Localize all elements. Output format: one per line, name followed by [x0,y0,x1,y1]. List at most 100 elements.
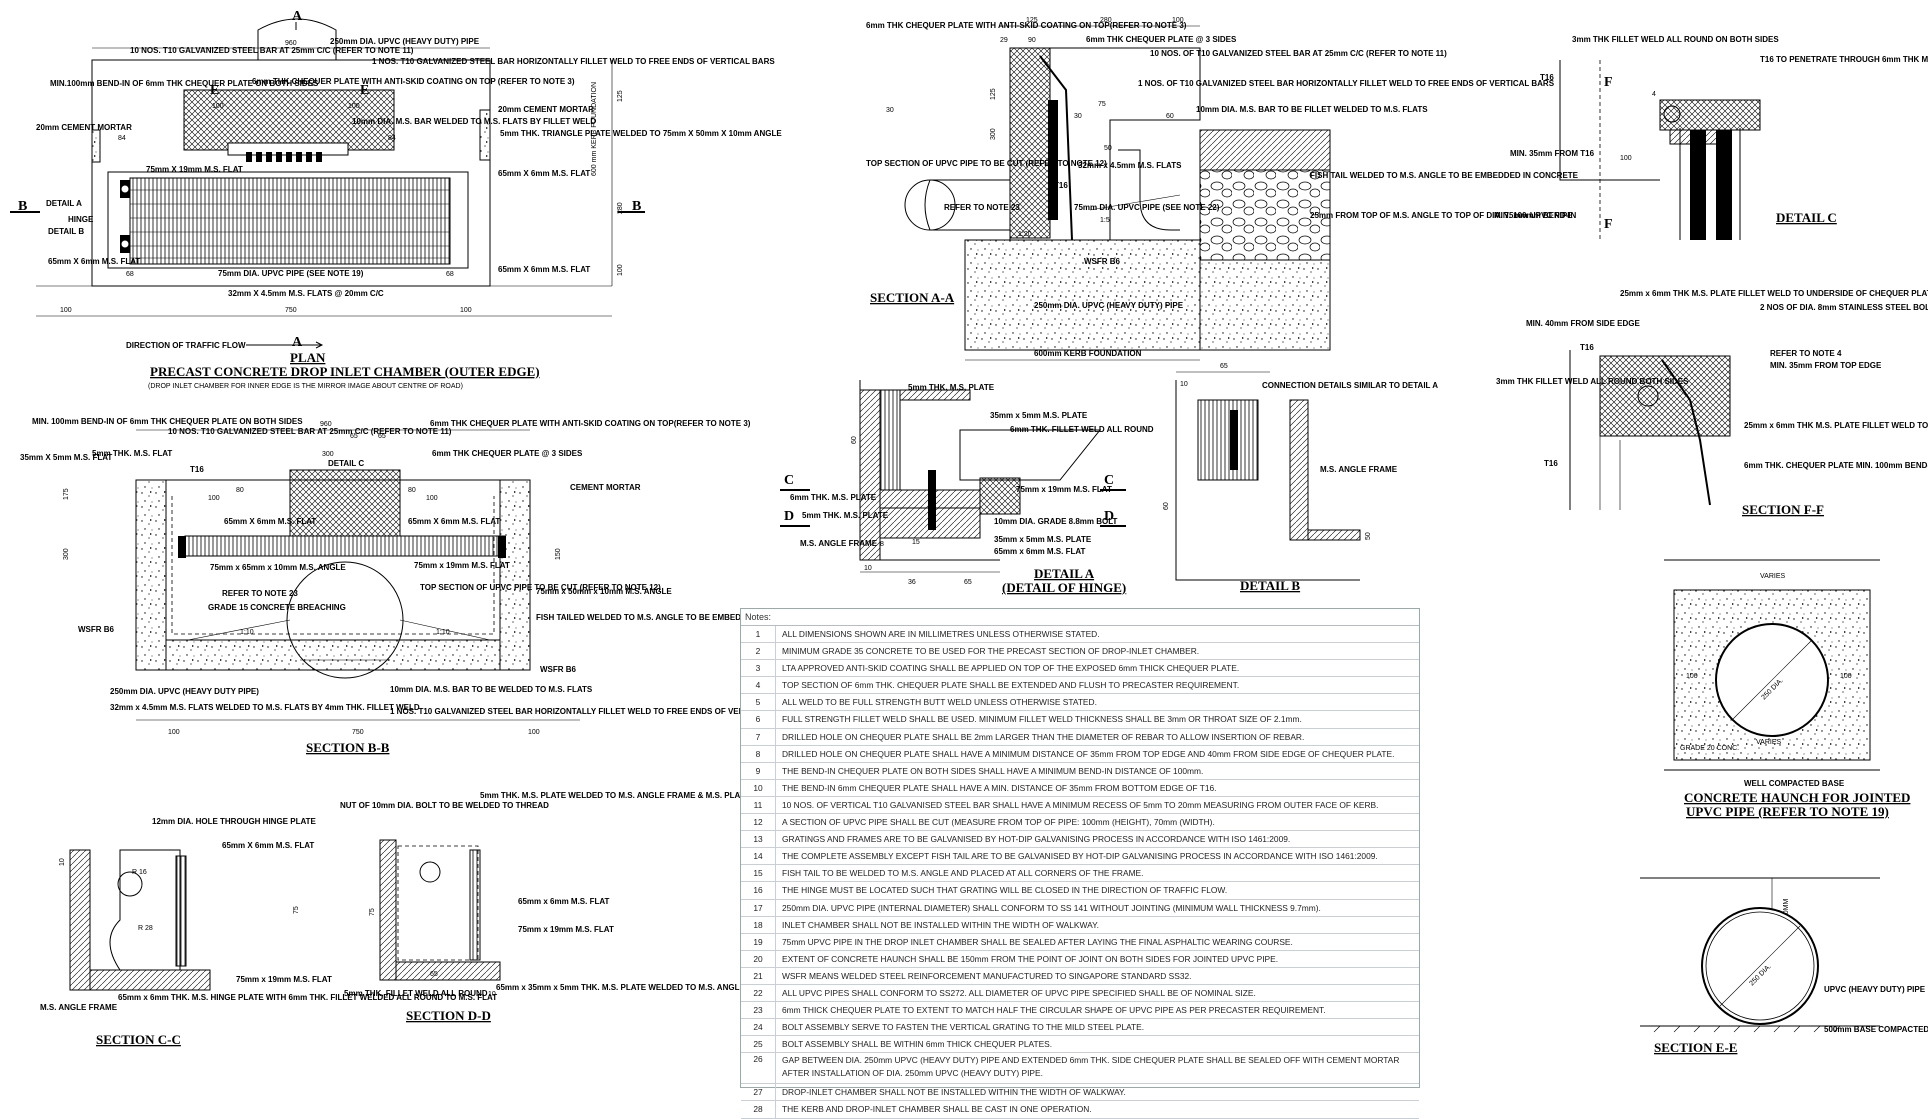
plan-bend-label: MIN.100mm BEND-IN OF 6mm THK CHEQUER PLA… [50,79,319,88]
bb-dim-150: 150 [555,548,562,560]
bb-mortar-label: CEMENT MORTAR [570,483,641,492]
plan-bar-h-label: 1 NOS. T10 GALVANIZED STEEL BAR HORIZONT… [372,57,775,66]
aa-dim-75: 75 [1098,101,1106,108]
bb-dim-80b: 80 [408,487,416,494]
note-text: DRILLED HOLE ON CHEQUER PLATE SHALL BE 2… [782,731,1305,742]
note-text: TOP SECTION OF 6mm THK. CHEQUER PLATE SH… [782,680,1240,691]
plan-upvc75-label: 75mm DIA. UPVC PIPE (SEE NOTE 19) [218,269,364,278]
plan-mortar-label: 20mm CEMENT MORTAR [498,105,594,114]
note-number: 22 [741,984,776,1002]
detail-b-dim-60: 60 [1163,502,1170,510]
detail-a-dim-10: 10 [864,565,872,572]
haunch-title-2: UPVC PIPE (REFER TO NOTE 19) [1686,804,1889,819]
note-text: 6mm THICK CHEQUER PLATE TO EXTENT TO MAT… [782,1005,1326,1016]
note-number: 21 [741,967,776,984]
aa-dim-30b: 30 [1074,113,1082,120]
note-number: 14 [741,848,776,865]
plan-flats-label: 32mm X 4.5mm M.S. FLATS @ 20mm C/C [228,289,384,298]
aa-dim-125: 125 [1026,17,1038,24]
ff-min40-label: MIN. 40mm FROM SIDE EDGE [1526,319,1640,328]
aa-chequer-label: 6mm THK CHEQUER PLATE WITH ANTI-SKID COA… [866,21,1187,30]
note-number: 19 [741,933,776,950]
plan-bolt-slots [246,152,322,162]
ff-plate-label: 25mm x 6mm THK M.S. PLATE FILLET WELD TO… [1620,289,1928,298]
detail-a-dim-15: 15 [912,539,920,546]
section-bb: 960 300 80 80 65 65 100 100 175 300 150 … [20,417,816,755]
bb-bend-label: MIN. 100mm BEND-IN OF 6mm THK CHEQUER PL… [32,417,303,426]
detail-a-fillet-label: 6mm THK. FILLET WELD ALL ROUND [1010,425,1154,434]
bb-wsfr2-label: WSFR B6 [540,665,577,674]
plan-subtitle: PRECAST CONCRETE DROP INLET CHAMBER (OUT… [150,364,540,379]
note-text: A SECTION OF UPVC PIPE SHALL BE CUT (MEA… [782,817,1215,828]
detail-a-d-left: D [784,509,794,524]
plan-kerb-label: 600 mm KERB FOUNDATION [591,82,598,176]
note-text: FULL STRENGTH FILLET WELD SHALL BE USED.… [782,714,1302,725]
plan-chequer-label: 6mm THK CHEQUER PLATE WITH ANTI-SKID COA… [252,77,575,86]
dd-flat75-label: 75mm x 19mm M.S. FLAT [518,925,614,934]
bb-dim-65a: 65 [350,433,358,440]
plan-mortar-left-label: 20mm CEMENT MORTAR [36,123,132,132]
note-row: 19 75mm UPVC PIPE IN THE DROP INLET CHAMB… [741,933,1419,951]
plan-flat3-label: 65mm X 6mm M.S. FLAT [48,257,140,266]
bb-dim-100c: 100 [168,729,180,736]
cc-hinge-label: 65mm x 6mm THK. M.S. HINGE PLATE WITH 6m… [118,993,497,1002]
aa-t16-label: T16 [1054,181,1068,190]
plan-bars-label: 10 NOS. T10 GALVANIZED STEEL BAR AT 25mm… [130,46,414,55]
section-cc-title: SECTION C-C [96,1032,181,1047]
note-text: 10 NOS. OF VERTICAL T10 GALVANISED STEEL… [782,799,1379,810]
note-number: 17 [741,899,776,916]
dim-68a: 68 [126,271,134,278]
note-text: GAP BETWEEN DIA. 250mm UPVC (HEAVY DUTY)… [782,1055,1400,1079]
aa-flats-label: 32mm x 4.5mm M.S. FLATS [1078,161,1182,170]
note-text: 250mm DIA. UPVC PIPE (INTERNAL DIAMETER)… [782,902,1321,913]
aa-refer-label: REFER TO NOTE 23 [944,203,1020,212]
bb-detail-c-label: DETAIL C [328,459,364,468]
note-text: INLET CHAMBER SHALL NOT BE INSTALLED WIT… [782,919,1099,930]
ff-note4-label: REFER TO NOTE 4 [1770,349,1842,358]
bb-msbar-label: 10mm DIA. M.S. BAR TO BE WELDED TO M.S. … [390,685,593,694]
aa-dim-60: 60 [1166,113,1174,120]
note-text: GRATINGS AND FRAMES ARE TO BE GALVANISED… [782,834,1291,845]
note-number: 10 [741,779,776,796]
plan-triangle-label: 5mm THK. TRIANGLE PLATE WELDED TO 75mm X… [500,129,782,138]
bb-refer-label: REFER TO NOTE 23 [222,589,298,598]
detail-c-t16pen-label: T16 TO PENETRATE THROUGH 6mm THK M.S. PL… [1760,55,1928,64]
ff-min35-label: MIN. 35mm FROM TOP EDGE [1770,361,1882,370]
cc-frame-label: M.S. ANGLE FRAME [40,1003,118,1012]
note-text: BOLT ASSEMBLY SHALL BE WITHIN 6mm THICK … [782,1039,1053,1050]
haunch-title: CONCRETE HAUNCH FOR JOINTED [1684,790,1910,805]
dd-nut-label: NUT OF 10mm DIA. BOLT TO BE WELDED TO TH… [340,801,549,810]
ff-chequer-label: 6mm THK. CHEQUER PLATE MIN. 100mm BEND-I… [1744,461,1928,470]
aa-slope-1: 1:20 [1018,231,1032,238]
note-text: THE BEND-IN CHEQUER PLATE ON BOTH SIDES … [782,765,1204,776]
dim-960: 960 [285,40,297,47]
detail-a-dim-8: 8 [880,541,884,548]
note-text: DROP-INLET CHAMBER SHALL NOT BE INSTALLE… [782,1087,1126,1098]
dim-100v: 100 [617,264,624,276]
detail-a-c-right: C [1104,473,1114,488]
aa-dim-100: 100 [1172,17,1184,24]
dd-plate-label: 5mm THK. M.S. PLATE WELDED TO M.S. ANGLE… [480,791,751,800]
note-text: 75mm UPVC PIPE IN THE DROP INLET CHAMBER… [782,936,1293,947]
ee-dim-500: 500MM [1783,898,1790,922]
note-number: 9 [741,762,776,779]
note-row: 17 250mm DIA. UPVC PIPE (INTERNAL DIAMETE… [741,899,1419,917]
concrete-haunch: 250 DIA. VARIES VARIES 100 100 GRADE 20 … [1664,559,1910,819]
plan-note: (DROP INLET CHAMBER FOR INNER EDGE IS TH… [148,383,463,390]
note-number: 4 [741,677,776,694]
bb-dim-100d: 100 [528,729,540,736]
detail-a-flat65-label: 65mm x 6mm M.S. FLAT [994,547,1086,556]
note-number: 26 [741,1053,776,1084]
bb-dim-300v: 300 [63,548,70,560]
detail-c-dim-4: 4 [1652,91,1656,98]
bb-dim-100a: 100 [208,495,220,502]
dim-100a: 100 [60,307,72,314]
